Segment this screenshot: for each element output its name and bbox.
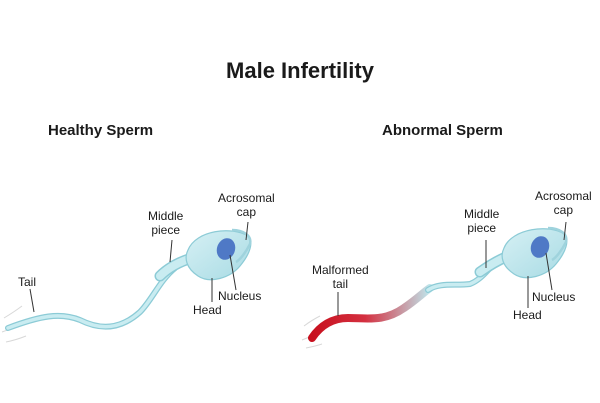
healthy-sperm-heading: Healthy Sperm — [48, 122, 154, 139]
healthy-acrosomal-cap-label: Acrosomal cap — [218, 191, 275, 219]
healthy-tail-label: Tail — [18, 275, 37, 289]
healthy-nucleus-leader — [229, 254, 237, 291]
healthy-middle-piece-line2: piece — [151, 223, 181, 237]
abnormal-acrosomal-cap-label: Acrosomal cap — [535, 189, 592, 217]
healthy-sperm — [1, 221, 252, 343]
abnormal-nucleus-label: Nucleus — [532, 290, 576, 304]
abnormal-head-label: Head — [513, 308, 542, 322]
healthy-acrosomal-cap — [231, 228, 252, 264]
healthy-middle-piece-line1: Middle — [148, 209, 184, 223]
abnormal-nucleus-leader — [545, 252, 553, 291]
abnormal-sperm-heading: Abnormal Sperm — [382, 122, 503, 139]
healthy-acrosomal-cap-line2: cap — [236, 205, 257, 219]
healthy-middle-leader — [169, 239, 173, 263]
healthy-nucleus — [216, 238, 236, 260]
abnormal-acrosomal-cap — [547, 226, 568, 262]
abnormal-middle-piece-line2: piece — [467, 221, 497, 235]
abnormal-acrosome-leader — [563, 221, 567, 241]
healthy-acrosomal-cap-line1: Acrosomal — [218, 191, 275, 205]
abnormal-malformed-tail — [308, 284, 434, 342]
healthy-head-label: Head — [193, 303, 222, 317]
abnormal-middle-piece-line1: Middle — [464, 207, 500, 221]
diagram-title: Male Infertility — [226, 58, 374, 83]
abnormal-middle-piece-label: Middle piece — [464, 207, 499, 235]
abnormal-sperm — [301, 221, 568, 349]
abnormal-acrosomal-cap-line2: cap — [553, 203, 574, 217]
healthy-middle-piece-label: Middle piece — [148, 209, 183, 237]
abnormal-nucleus — [530, 236, 550, 258]
healthy-nucleus-label: Nucleus — [218, 289, 262, 303]
abnormal-malformed-tail-label: Malformed tail — [312, 263, 369, 291]
healthy-acrosome-leader — [245, 221, 249, 241]
abnormal-malformed-tail-line1: Malformed — [312, 263, 369, 277]
abnormal-malformed-tail-line2: tail — [332, 277, 349, 291]
abnormal-acrosomal-cap-line1: Acrosomal — [535, 189, 592, 203]
healthy-tail-leader — [29, 288, 35, 313]
